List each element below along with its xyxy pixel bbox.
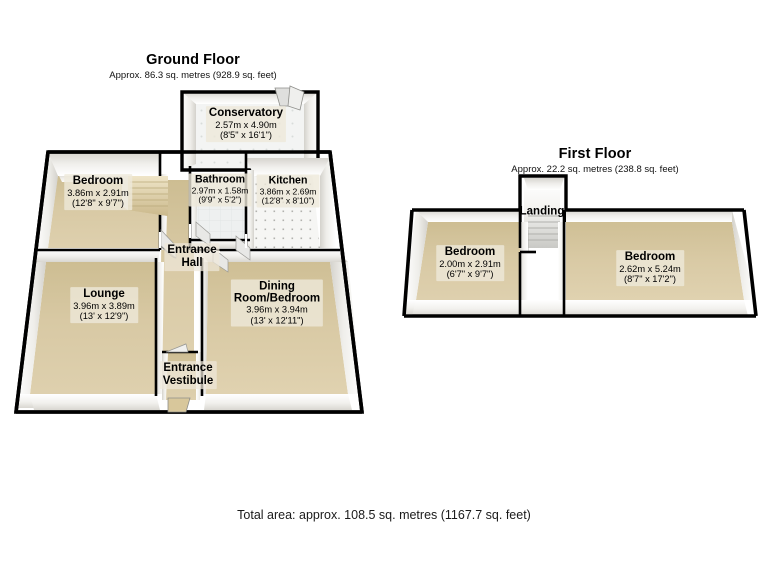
wall-bottom-left: [16, 394, 34, 408]
room-label-dining-bedroom: Dining Room/Bedroom 3.96m x 3.94m (13' x…: [230, 279, 324, 327]
room-name: Landing: [519, 205, 565, 218]
room-dim-imperial: (9'9" x 5'2"): [198, 194, 242, 205]
first-wall-outlines: [402, 208, 758, 318]
wall-first-bottom: [412, 300, 748, 316]
ground-interior-outlines: [34, 152, 340, 396]
wall-top-left: [48, 152, 162, 176]
room-dim-metric: 2.00m x 2.91m: [439, 259, 501, 270]
wall-first-top-right: [566, 210, 732, 222]
wall-first-divider-left: [520, 222, 528, 300]
room-label-landing: Landing: [517, 205, 568, 220]
first-floor-title: First Floor: [558, 146, 632, 162]
door-front: [167, 397, 191, 413]
room-name: Bedroom: [72, 175, 124, 188]
wall-right-upper: [320, 158, 336, 248]
room-label-entrance-vestibule: Entrance Vestibule: [159, 361, 217, 389]
door-vestibule-hall: [165, 343, 189, 353]
room-name: Dining: [259, 280, 295, 293]
room-name: Conservatory: [208, 107, 284, 120]
first-interior-outlines: [518, 210, 566, 316]
wall-bottom-dining: [204, 394, 352, 410]
total-area-text: Total area: approx. 108.5 sq. metres (11…: [237, 508, 531, 522]
room-label-bathroom: Bathroom 2.97m x 1.58m (9'9" x 5'2"): [188, 173, 252, 207]
room-dim-imperial: (12'8" x 9'7"): [71, 198, 124, 209]
room-name: Lounge: [83, 288, 125, 301]
room-label-lounge: Lounge 3.96m x 3.89m (13' x 12'9"): [70, 287, 138, 323]
wall-top-right: [246, 158, 330, 176]
room-name-line2: Room/Bedroom: [233, 292, 321, 305]
room-label-kitchen: Kitchen 3.86m x 2.69m (12'8" x 8'10"): [256, 174, 320, 208]
room-dim-imperial: (8'5" x 16'1"): [219, 130, 273, 141]
room-name: Bedroom: [444, 246, 496, 259]
first-floor-subtitle: Approx. 22.2 sq. metres (238.8 sq. feet): [511, 164, 679, 175]
room-name: Entrance: [167, 244, 217, 257]
room-label-bedroom-ground: Bedroom 3.86m x 2.91m (12'8" x 9'7"): [64, 174, 132, 210]
room-dim-metric: 2.62m x 5.24m: [619, 264, 681, 275]
room-name: Kitchen: [268, 174, 308, 187]
room-name: Bathroom: [194, 173, 246, 186]
room-label-conservatory: Conservatory 2.57m x 4.90m (8'5" x 16'1"…: [205, 106, 287, 142]
wall-first-top-left: [416, 210, 520, 222]
wall-first-left: [404, 210, 428, 300]
room-dim-imperial: (13' x 12'11"): [250, 315, 304, 326]
room-dim-metric: 2.57m x 4.90m: [215, 120, 277, 131]
room-dim-imperial: (8'7" x 17'2"): [623, 274, 676, 285]
wall-mid-left: [34, 248, 160, 262]
room-label-bedroom-first-left: Bedroom 2.00m x 2.91m (6'7" x 9'7"): [436, 245, 504, 281]
ground-floor-title: Ground Floor: [146, 52, 240, 68]
room-name: Entrance: [163, 362, 213, 375]
room-label-entrance-hall: Entrance Hall: [164, 243, 220, 271]
room-name-line2: Vestibule: [162, 375, 214, 387]
room-dim-imperial: (13' x 12'9"): [79, 311, 129, 322]
wall-mid-right: [196, 248, 348, 262]
room-dim-metric: 2.97m x 1.58m: [191, 185, 249, 196]
door-conservatory: [274, 85, 305, 111]
room-lounge: [30, 262, 158, 394]
wall-bottom-lounge: [30, 394, 160, 410]
room-dim-metric: 3.86m x 2.91m: [67, 188, 129, 199]
ground-wall-outlines: [13, 150, 365, 414]
room-dim-imperial: (6'7" x 9'7"): [446, 269, 494, 280]
staircase-ground: [122, 176, 168, 216]
room-name-line2: Hall: [181, 257, 203, 269]
room-dim-metric: 3.96m x 3.89m: [73, 301, 135, 312]
room-dim-metric: 3.96m x 3.94m: [246, 304, 308, 315]
room-dim-metric: 3.86m x 2.69m: [259, 186, 317, 197]
room-label-bedroom-first-right: Bedroom 2.62m x 5.24m (8'7" x 17'2"): [616, 250, 684, 286]
room-name: Bedroom: [624, 251, 676, 264]
room-dim-imperial: (12'8" x 8'10"): [261, 195, 315, 206]
ground-floor-subtitle: Approx. 86.3 sq. metres (928.9 sq. feet): [109, 70, 277, 81]
